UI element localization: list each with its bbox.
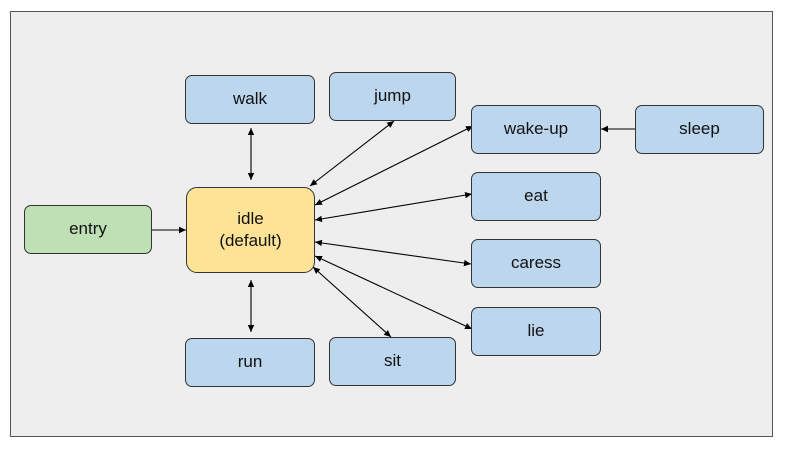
state-sit[interactable]: sit [329, 337, 456, 386]
state-wake-up[interactable]: wake-up [471, 105, 601, 154]
state-sleep[interactable]: sleep [635, 105, 764, 154]
state-lie[interactable]: lie [471, 307, 601, 356]
state-caress[interactable]: caress [471, 239, 601, 288]
state-idle-default[interactable]: idle (default) [186, 187, 315, 273]
state-entry[interactable]: entry [24, 205, 152, 254]
state-jump[interactable]: jump [329, 72, 456, 121]
state-eat[interactable]: eat [471, 172, 601, 221]
state-run[interactable]: run [185, 338, 315, 387]
state-walk[interactable]: walk [185, 75, 315, 124]
